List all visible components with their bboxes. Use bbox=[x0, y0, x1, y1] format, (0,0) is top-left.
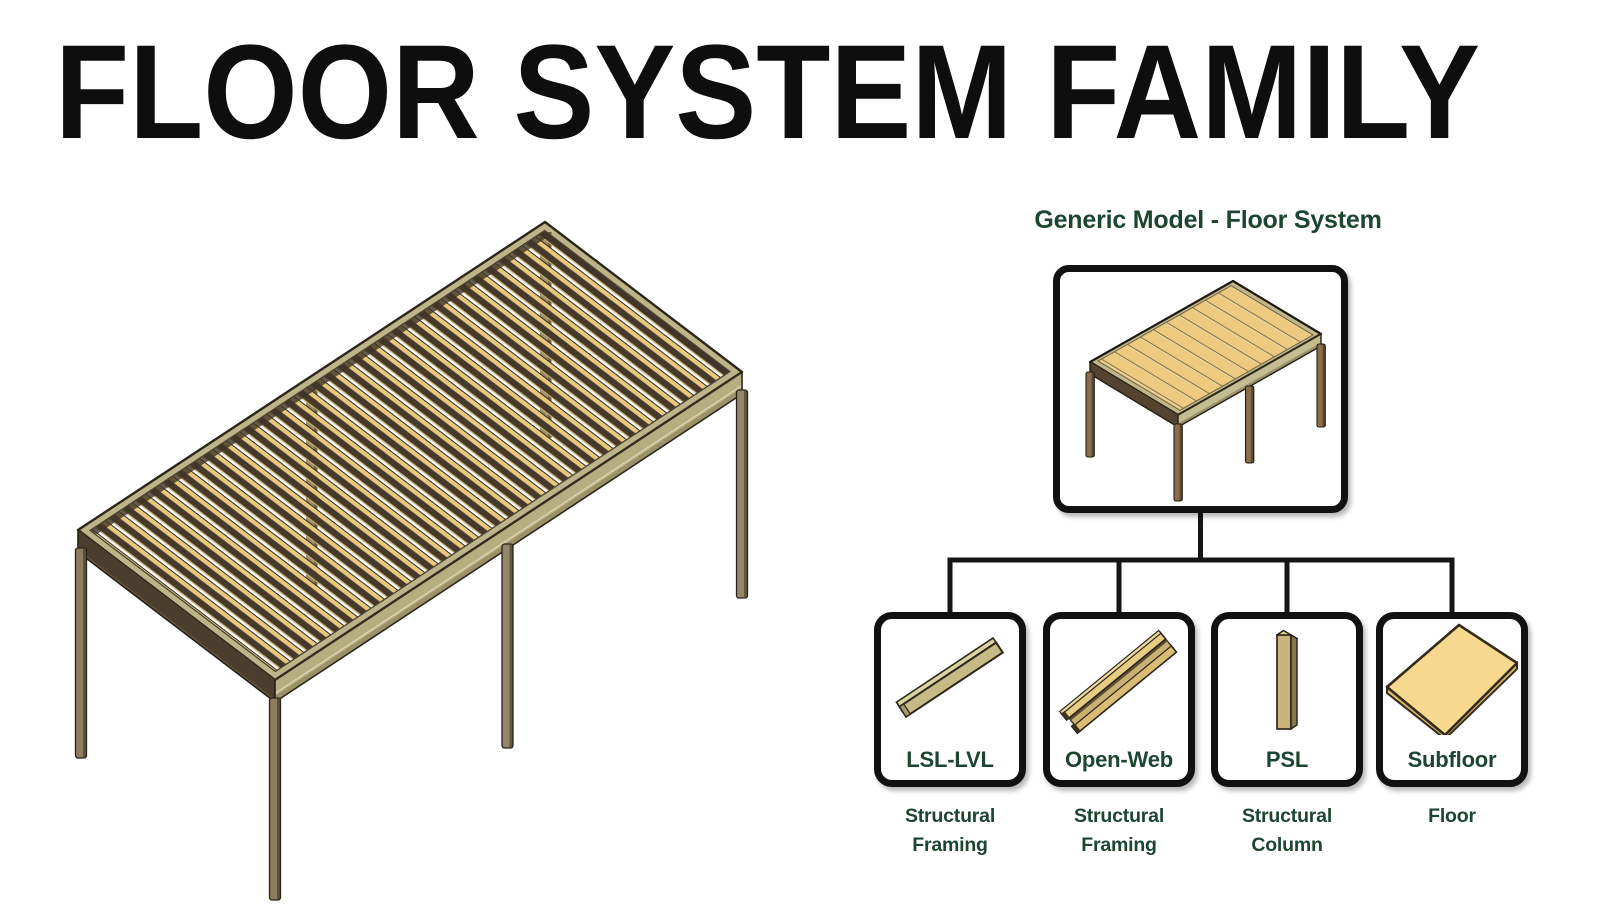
category-label-structural-framing-1: Structural Framing bbox=[904, 805, 996, 856]
main-title-block: FLOOR SYSTEM FAMILY bbox=[55, 20, 1480, 155]
node-label: Subfloor bbox=[1407, 747, 1497, 772]
leg-left-corner bbox=[74, 547, 88, 759]
node-box-open-web: Open-Web bbox=[1043, 612, 1195, 787]
node-label: PSL bbox=[1265, 747, 1309, 772]
diagram-title: Generic Model - Floor System bbox=[1034, 206, 1382, 234]
hierarchy-connectors bbox=[947, 511, 1455, 616]
leg-front-corner bbox=[268, 697, 282, 901]
joist-field bbox=[90, 230, 730, 672]
subfloor-planks bbox=[1098, 285, 1313, 411]
node-label: Open-Web bbox=[1065, 747, 1173, 772]
subfloor-panel-icon bbox=[1385, 623, 1519, 735]
category-label-structural-framing-2: Structural Framing bbox=[1073, 805, 1165, 856]
floor-framing-3d-model bbox=[74, 220, 749, 901]
node-box-subfloor: Subfloor bbox=[1376, 612, 1528, 787]
root-node-box bbox=[1053, 265, 1348, 513]
floor-system-3d-model bbox=[1085, 279, 1326, 502]
open-web-joist-icon bbox=[1058, 629, 1178, 735]
rim-front-left-face bbox=[77, 530, 276, 704]
page-title: FLOOR SYSTEM FAMILY bbox=[55, 20, 1480, 155]
lsl-lvl-beam-icon bbox=[895, 636, 1005, 719]
node-box-lsl-lvl: LSL-LVL bbox=[874, 612, 1026, 787]
mini-model-legs bbox=[1085, 343, 1326, 502]
category-label-structural-column: Structural Column bbox=[1241, 805, 1333, 856]
leg-right-corner bbox=[735, 389, 749, 599]
node-box-psl: PSL bbox=[1211, 612, 1363, 787]
node-label: LSL-LVL bbox=[906, 747, 994, 772]
front-legs bbox=[74, 389, 749, 901]
category-label-floor: Floor bbox=[1428, 805, 1476, 827]
psl-column-icon bbox=[1275, 629, 1299, 731]
leg-mid-front bbox=[501, 543, 514, 749]
